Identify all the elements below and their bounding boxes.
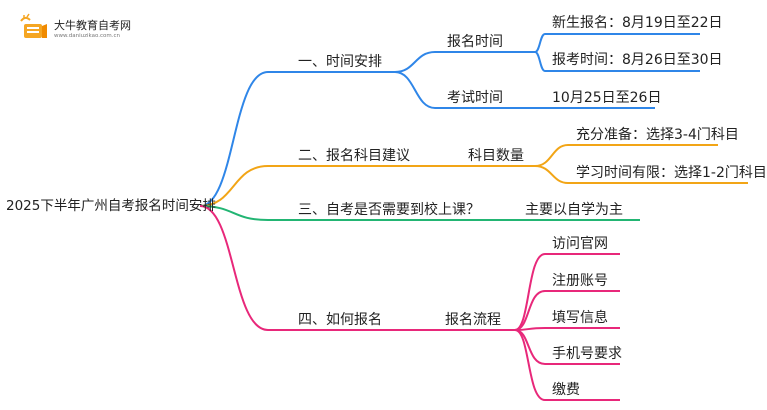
brand-url: www.daniuzikao.com.cn [54,33,120,39]
link-b4-leaf3 [514,327,620,331]
leaf-exam-application-time: 报考时间：8月26日至30日 [552,52,723,68]
link-b2-sub1-leaf2 [534,165,748,184]
leaf-fill-information: 填写信息 [552,310,608,326]
leaf-phone-requirement: 手机号要求 [552,346,622,362]
leaf-exam-dates: 10月25日至26日 [552,90,662,106]
link-b1-sub1 [394,51,535,73]
node-subject-count: 科目数量 [468,148,524,164]
leaf-payment: 缴费 [552,382,580,398]
link-root-b3 [199,205,640,221]
link-b1-sub2 [394,71,535,109]
node-registration-time: 报名时间 [447,34,503,50]
mind-map: 大牛教育自考网 www.daniuzikao.com.cn 20 [6,13,767,401]
branch-subject-advice: 二、报名科目建议 [298,148,410,164]
link-b2-sub1-leaf1 [534,144,718,167]
link-sub1-leaf1 [534,33,700,53]
node-exam-time: 考试时间 [447,90,503,106]
brand-logo-icon [20,13,47,38]
link-b4-leaf2 [514,290,620,331]
leaf-limited-study-time: 学习时间有限：选择1-2门科目 [576,165,767,181]
leaf-new-student-registration: 新生报名：8月19日至22日 [552,15,723,31]
leaf-full-preparation: 充分准备：选择3-4门科目 [576,127,739,143]
brand-name: 大牛教育自考网 [54,19,131,32]
branch-how-to-register: 四、如何报名 [298,312,382,328]
link-root-b4 [199,205,515,331]
connector-lines [199,33,748,401]
link-root-b1 [199,71,395,207]
link-root-b2 [199,165,535,207]
link-sub1-leaf2 [534,51,700,72]
link-b4-leaf5 [514,329,620,401]
root-topic: 2025下半年广州自考报名时间安排 [6,198,216,214]
leaf-self-study: 主要以自学为主 [525,202,623,218]
link-b4-leaf1 [514,253,620,331]
branch-time-schedule: 一、时间安排 [298,54,382,70]
leaf-register-account: 注册账号 [552,273,608,289]
leaf-visit-official-site: 访问官网 [552,236,608,252]
branch-attend-class: 三、自考是否需要到校上课？ [298,202,480,218]
node-registration-process: 报名流程 [445,312,501,328]
